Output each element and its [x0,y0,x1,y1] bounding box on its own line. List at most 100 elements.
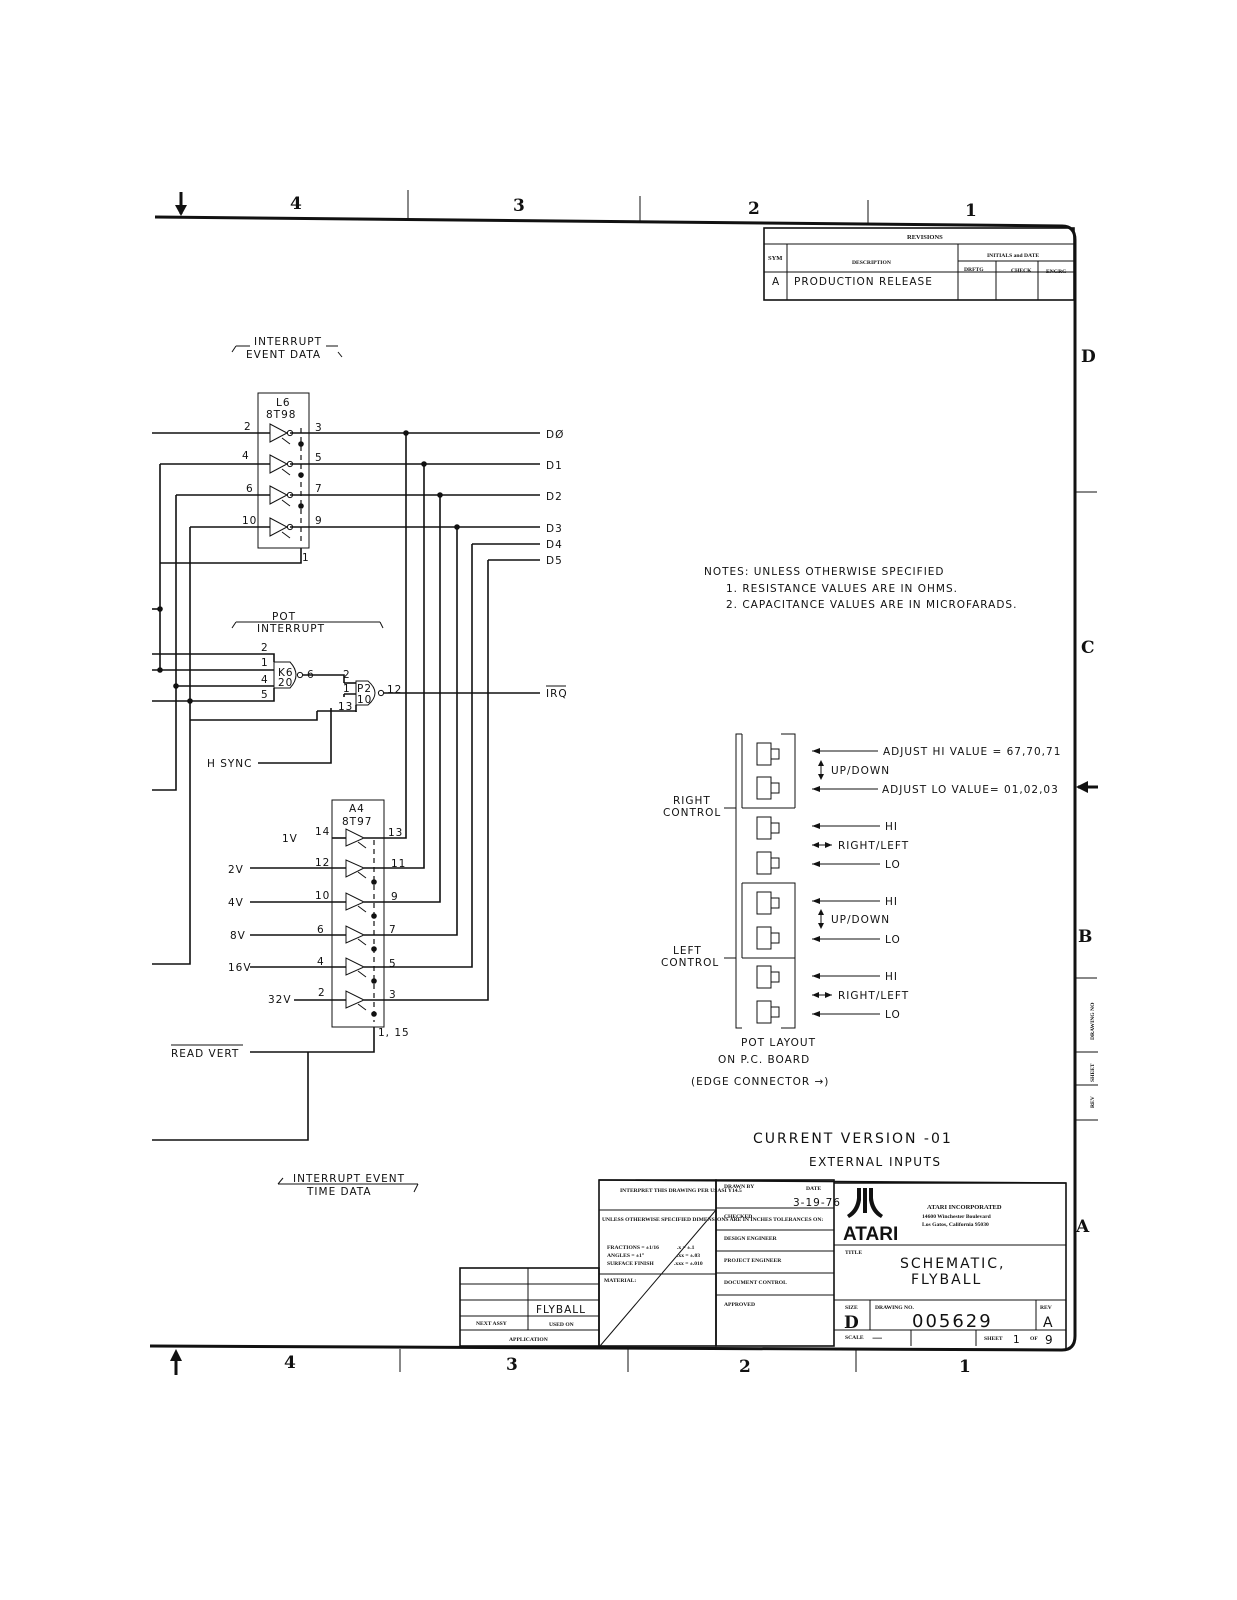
revisions-title: REVISIONS [907,234,943,241]
pot-rightleft-2: RIGHT/LEFT [838,990,909,1002]
tb-size-label: SIZE [845,1305,858,1311]
tb-unless: UNLESS OTHERWISE SPECIFIED DIMENSIONS AR… [602,1217,823,1223]
interrupt-event-label-1: INTERRUPT [254,336,322,348]
k6-pin-1: 1 [261,657,269,669]
signal-32v: 32V [268,994,292,1006]
version-line-1: CURRENT VERSION -01 [753,1131,953,1147]
time-label-1: INTERRUPT EVENT [293,1173,405,1185]
signal-d0: DØ [546,429,564,441]
pot-caption-3: (EDGE CONNECTOR →) [691,1076,829,1088]
tb-rev: A [1043,1315,1055,1331]
l6-pin-bottom: 1 [302,552,310,564]
pot-label-1: POT [272,611,296,623]
pot-connectors [756,742,780,1024]
tb-rev-label: REV [1040,1305,1052,1311]
pot-lo-3: LO [885,1009,901,1021]
tb-company: ATARI INCORPORATED [927,1204,1002,1211]
chip-p2 [190,680,540,764]
notes-1: 1. RESISTANCE VALUES ARE IN OHMS. [726,583,958,595]
tb-interpret: INTERPRET THIS DRAWING PER USASI Y14.5 [620,1188,742,1194]
chip-a4-name: A4 [349,803,365,815]
k6-pin-0: 2 [261,642,269,654]
tb-drawing-no-label: DRAWING NO. [875,1305,914,1311]
zone-bottom-2: 2 [739,1357,751,1377]
k6-pin-3: 5 [261,689,269,701]
zone-top-3: 3 [513,196,525,216]
tb-of: 9 [1045,1333,1054,1347]
zone-right-d: D [1081,347,1096,367]
l6-pin-out-3: 9 [315,515,323,527]
tb-document-control: DOCUMENT CONTROL [724,1280,787,1286]
tb-application: APPLICATION [509,1337,548,1343]
interrupt-event-label-2: EVENT DATA [246,349,321,361]
tb-angles: ANGLES = ±1° [607,1252,644,1259]
tb-scale: — [872,1332,884,1344]
l6-pin-in-2: 6 [246,483,254,495]
notes-heading: NOTES: UNLESS OTHERWISE SPECIFIED [704,566,945,578]
tb-project-engineer: PROJECT ENGINEER [724,1258,782,1264]
tb-title-1: SCHEMATIC, [900,1256,1006,1272]
signal-d2: D2 [546,491,563,503]
pot-caption-1: POT LAYOUT [741,1037,816,1049]
atari-logo-icon [847,1188,883,1218]
rev-row-desc: PRODUCTION RELEASE [794,276,933,288]
signal-d5: D5 [546,555,563,567]
l6-pin-in-0: 2 [244,421,252,433]
rev-drftg: DRFTG [964,267,984,273]
side-sheet: SHEET [1090,1063,1096,1082]
chip-l6-name: L6 [276,397,291,409]
tb-date: DATE [806,1186,821,1192]
signal-d4: D4 [546,539,563,551]
a4-pin-bottom: 1, 15 [378,1027,410,1039]
a4-pin-in-3: 6 [317,924,325,936]
tb-surface: SURFACE FINISH [607,1261,654,1267]
chip-l6-type: 8T98 [266,409,296,421]
tb-checked: CHECKED [724,1214,752,1220]
tb-date-value: 3-19-76 [793,1197,841,1209]
time-label-2: TIME DATA [306,1186,372,1198]
zone-bottom-1: 1 [959,1357,971,1377]
tb-scale-label: SCALE [845,1335,864,1341]
pot-layout [735,733,796,1029]
a4-pin-out-4: 5 [389,958,397,970]
tb-drawing-no: 005629 [912,1311,993,1332]
zone-bottom-3: 3 [506,1355,518,1375]
side-rev: REV [1090,1096,1096,1108]
pot-rightleft-1: RIGHT/LEFT [838,840,909,852]
sheet-border [149,190,1098,1375]
p2-pin-0: 2 [343,669,351,681]
pot-label-2: INTERRUPT [257,623,325,635]
signal-d3: D3 [546,523,563,535]
signal-d1: D1 [546,460,563,472]
side-strip: DRAWING NO SHEET REV [1076,1002,1098,1121]
tb-address-1: 14600 Winchester Boulevard [922,1214,992,1220]
zone-top-1: 1 [965,201,977,221]
a4-wiring [152,833,489,1141]
k6-pin-out: 6 [307,669,315,681]
signal-2v: 2V [228,864,244,876]
k6-pin-2: 4 [261,674,269,686]
rev-initials-header: INITIALS and DATE [987,253,1039,259]
p2-pin-2: 13 [338,701,353,713]
zone-right-b: B [1078,927,1092,947]
title-block-frame [459,1179,1067,1350]
chip-k6-num: 20 [278,677,293,689]
tb-used-on-value: FLYBALL [536,1304,586,1316]
l6-pin-in-3: 10 [242,515,257,527]
signal-4v: 4V [228,897,244,909]
left-control-2: CONTROL [661,957,719,969]
tb-next-assy: NEXT ASSY [476,1321,507,1327]
tb-approved: APPROVED [724,1302,755,1308]
tb-dec2: .xx = ±.03 [677,1253,700,1259]
pot-hi-3: HI [885,971,898,983]
tb-dec3: .xxx = ±.010 [674,1261,703,1267]
chip-k6-name: K6 [278,667,294,679]
right-control-2: CONTROL [663,807,721,819]
pot-updown-right: UP/DOWN [831,765,890,777]
tb-title-label: TITLE [845,1250,862,1256]
tb-of-label: OF [1030,1336,1038,1342]
signal-16v: 16V [228,962,252,974]
a4-pin-in-0: 14 [315,826,330,838]
tb-design-engineer: DESIGN ENGINEER [724,1236,778,1242]
l6-pin-out-1: 5 [315,452,323,464]
